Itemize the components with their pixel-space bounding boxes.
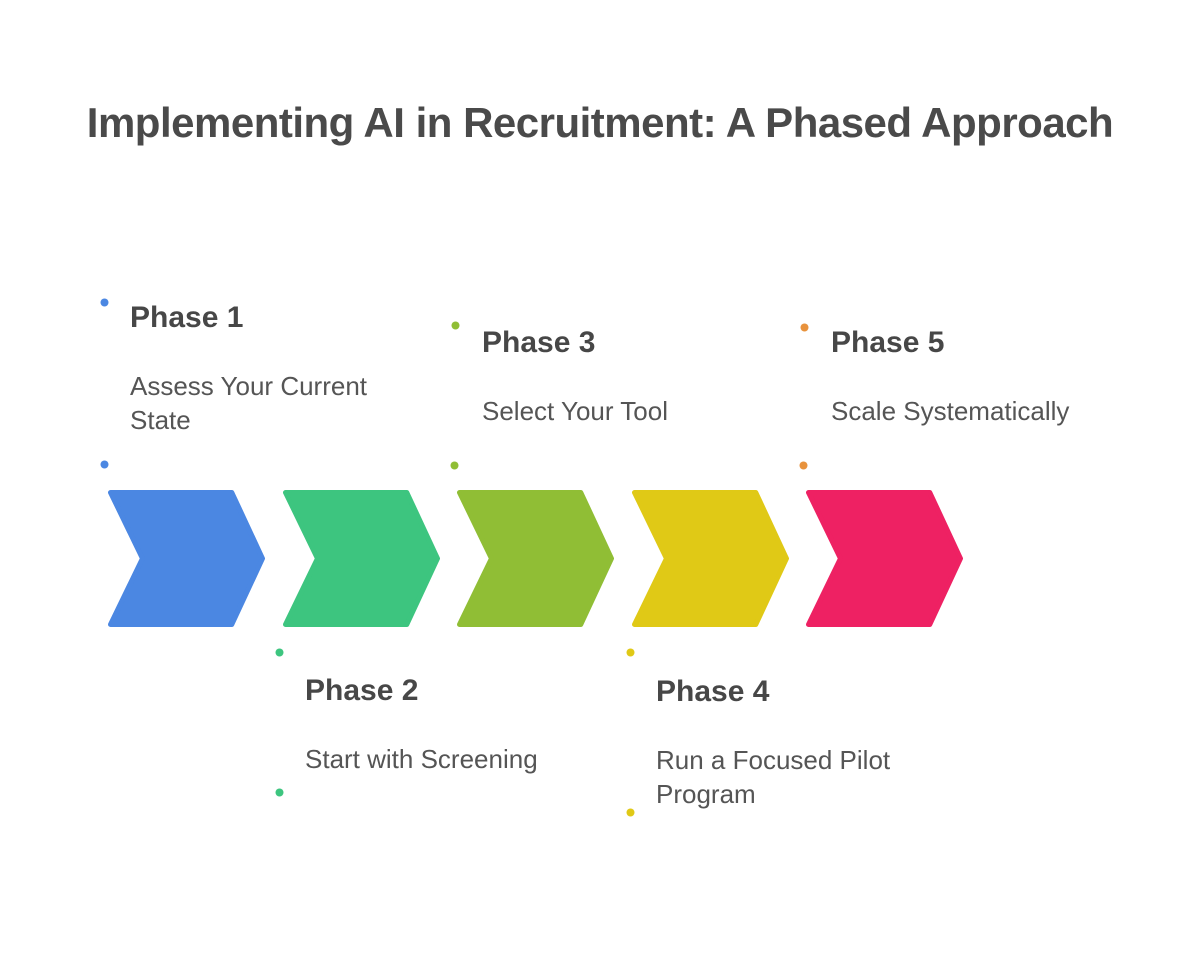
- phase-1-dot-icon: [100, 298, 109, 307]
- phase-5-description: Scale Systematically: [831, 396, 1070, 426]
- chevron-arrow-phase-4: [632, 490, 789, 627]
- phase-3-label: Phase 3 Select Your Tool: [482, 326, 782, 428]
- phase-1-description: Assess Your Current State: [130, 371, 368, 435]
- chevron-arrow-phase-3: [457, 490, 614, 627]
- phase-3-name: Phase 3: [482, 326, 596, 359]
- phase-4-dot-icon: [626, 648, 635, 657]
- phase-5-name: Phase 5: [831, 326, 945, 359]
- phase-5-label: Phase 5 Scale Systematically: [831, 326, 1131, 428]
- phase-2-label: Phase 2 Start with Screening: [305, 674, 605, 776]
- phase-2-description: Start with Screening: [305, 744, 538, 774]
- phase-2-name: Phase 2: [305, 674, 419, 707]
- phase-3-dot-icon: [451, 321, 460, 330]
- phase-1-name: Phase 1: [130, 301, 244, 334]
- phase-1-dot-icon: [100, 460, 109, 469]
- phase-5-dot-icon: [799, 461, 808, 470]
- phase-4-description: Run a Focused Pilot Program: [656, 745, 891, 809]
- phase-1-label: Phase 1 Assess Your Current State: [130, 301, 415, 437]
- phase-3-dot-icon: [450, 461, 459, 470]
- chevron-arrow-phase-5: [806, 490, 963, 627]
- phase-2-dot-icon: [275, 648, 284, 657]
- chevron-arrow-phase-2: [283, 490, 440, 627]
- phase-5-dot-icon: [800, 323, 809, 332]
- phase-3-description: Select Your Tool: [482, 396, 668, 426]
- phase-4-name: Phase 4: [656, 675, 770, 708]
- phase-4-dot-icon: [626, 808, 635, 817]
- chevron-arrow-phase-1: [108, 490, 265, 627]
- phase-2-dot-icon: [275, 788, 284, 797]
- phase-4-label: Phase 4 Run a Focused Pilot Program: [656, 675, 931, 811]
- diagram-title: Implementing AI in Recruitment: A Phased…: [86, 99, 1114, 146]
